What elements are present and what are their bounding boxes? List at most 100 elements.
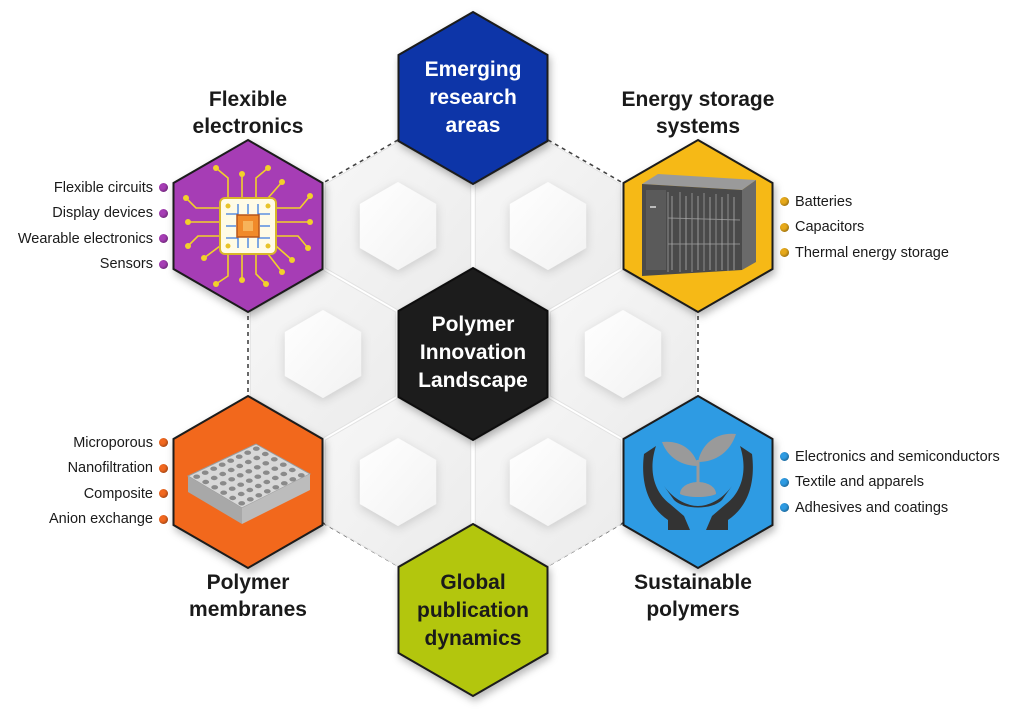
membrane-pore bbox=[238, 501, 246, 506]
membrane-pore bbox=[262, 470, 270, 475]
list-item: Capacitors bbox=[780, 215, 949, 241]
list-item-label: Batteries bbox=[795, 193, 853, 210]
honeycomb-inner-cell bbox=[509, 182, 587, 270]
membrane-pore bbox=[244, 450, 252, 455]
membrane-pore bbox=[228, 486, 236, 491]
bullet-dot bbox=[159, 463, 168, 473]
membrane-pore bbox=[271, 466, 279, 471]
title-energy-storage: Energy storage systems bbox=[621, 88, 775, 138]
membrane-pore bbox=[210, 466, 218, 471]
membrane-pore bbox=[262, 461, 270, 466]
list-item: Wearable electronics bbox=[18, 226, 168, 252]
list-item: Display devices bbox=[18, 201, 168, 227]
list-item-label: Thermal energy storage bbox=[795, 244, 949, 261]
connector-top-left bbox=[322, 139, 399, 184]
title-polymer-membranes: Polymer membranes bbox=[189, 571, 307, 621]
list-sustainable-polymers: Electronics and semiconductors Textile a… bbox=[780, 444, 1000, 521]
bullet-dot bbox=[159, 489, 168, 499]
bullet-dot bbox=[159, 183, 168, 193]
list-item-label: Adhesives and coatings bbox=[795, 499, 949, 516]
bullet-dot bbox=[159, 208, 168, 218]
membrane-pore bbox=[228, 477, 236, 482]
membrane-pore bbox=[237, 491, 245, 497]
membrane-pore bbox=[280, 471, 288, 477]
honeycomb-inner-cell bbox=[584, 310, 662, 398]
bullet-dot bbox=[780, 503, 789, 513]
center-hex-label: Polymer Innovation Landscape bbox=[418, 312, 528, 392]
porous-membrane-icon bbox=[186, 443, 312, 524]
membrane-pore bbox=[219, 481, 227, 486]
membrane-pore bbox=[237, 482, 245, 487]
bullet-dot bbox=[159, 259, 168, 269]
list-item-label: Electronics and semiconductors bbox=[795, 448, 1000, 465]
membrane-pore bbox=[255, 493, 263, 498]
membrane-pore bbox=[254, 474, 262, 479]
list-item: Textile and apparels bbox=[780, 470, 1000, 496]
membrane-pore bbox=[219, 471, 227, 477]
bullet-dot bbox=[780, 197, 789, 207]
bottom-hex-label: Global publication dynamics bbox=[417, 570, 529, 650]
membrane-pore bbox=[253, 455, 261, 461]
membrane-pore bbox=[289, 477, 297, 482]
membrane-pore bbox=[254, 483, 262, 489]
connector-top-right bbox=[547, 139, 624, 184]
membrane-pore bbox=[246, 487, 254, 493]
membrane-pore bbox=[297, 473, 305, 478]
list-item: Electronics and semiconductors bbox=[780, 444, 1000, 470]
bullet-dot bbox=[159, 514, 168, 524]
bullet-dot bbox=[780, 248, 789, 258]
list-item-label: Wearable electronics bbox=[17, 230, 153, 247]
list-item: Flexible circuits bbox=[18, 175, 168, 201]
membrane-pore bbox=[246, 497, 254, 502]
membrane-pore bbox=[210, 475, 218, 481]
membrane-pore bbox=[227, 458, 235, 463]
top-hex-label: Emerging research areas bbox=[424, 57, 522, 137]
list-item-label: Textile and apparels bbox=[795, 474, 924, 491]
membrane-pore bbox=[202, 479, 210, 485]
membrane-pore bbox=[245, 478, 253, 483]
membrane-pore bbox=[220, 490, 228, 495]
honeycomb-cells bbox=[249, 141, 697, 567]
list-item: Sensors bbox=[18, 252, 168, 278]
membrane-pore bbox=[236, 463, 244, 469]
list-item: Adhesives and coatings bbox=[780, 495, 1000, 521]
list-item-label: Sensors bbox=[99, 256, 153, 273]
circuit-chip-icon bbox=[183, 165, 313, 287]
list-item-label: Anion exchange bbox=[49, 511, 153, 528]
battery-rack-icon bbox=[642, 174, 756, 276]
membrane-pore bbox=[245, 469, 253, 474]
list-item-label: Display devices bbox=[52, 205, 153, 222]
honeycomb-inner-cell bbox=[359, 182, 437, 270]
list-flexible-electronics: Flexible circuits Display devices Wearab… bbox=[18, 175, 168, 277]
list-item: Microporous bbox=[49, 430, 168, 456]
list-polymer-membranes: Microporous Nanofiltration Composite Ani… bbox=[49, 430, 168, 532]
list-item-label: Composite bbox=[83, 485, 153, 502]
membrane-pore bbox=[271, 475, 279, 481]
list-item: Composite bbox=[49, 481, 168, 507]
bullet-dot bbox=[159, 234, 168, 244]
membrane-pore bbox=[193, 474, 201, 479]
membrane-pore bbox=[252, 446, 260, 451]
list-item-label: Microporous bbox=[73, 434, 153, 451]
membrane-pore bbox=[279, 462, 287, 467]
honeycomb-inner-cell bbox=[284, 310, 362, 398]
membrane-pore bbox=[261, 451, 269, 457]
hex-emerging-research[interactable] bbox=[397, 10, 549, 186]
bullet-dot bbox=[780, 222, 789, 232]
membrane-pore bbox=[218, 462, 226, 467]
list-item-label: Nanofiltration bbox=[67, 460, 153, 477]
hands-plant-icon bbox=[643, 433, 753, 530]
hex-center[interactable] bbox=[397, 266, 549, 442]
list-item-label: Capacitors bbox=[795, 219, 865, 236]
membrane-pore bbox=[263, 479, 271, 485]
title-flexible-electronics: Flexible electronics bbox=[192, 88, 304, 138]
list-item: Thermal energy storage bbox=[780, 240, 949, 266]
membrane-pore bbox=[270, 457, 278, 462]
membrane-pore bbox=[263, 489, 271, 494]
list-item: Nanofiltration bbox=[49, 456, 168, 482]
membrane-pore bbox=[244, 459, 252, 465]
hex-global-publication[interactable] bbox=[397, 522, 549, 698]
membrane-pore bbox=[288, 467, 296, 473]
membrane-pore bbox=[272, 485, 280, 490]
